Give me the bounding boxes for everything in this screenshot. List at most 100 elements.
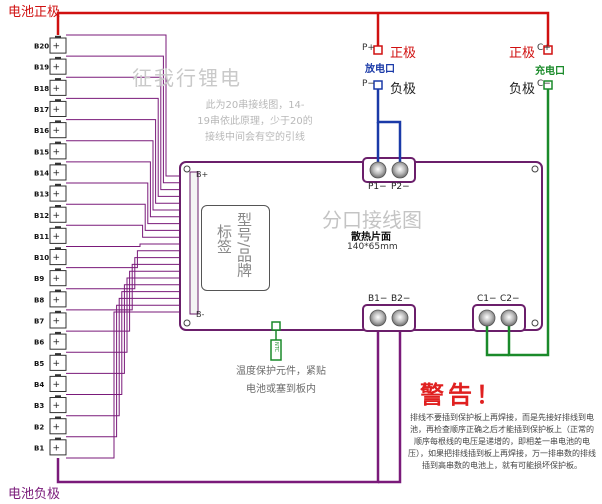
svg-text:+: + (53, 105, 61, 115)
svg-text:+: + (53, 380, 61, 390)
charge-negative-text: 负极 (509, 82, 536, 97)
heatsink-size: 140*65mm (347, 242, 398, 252)
sampling-wire (66, 224, 190, 238)
svg-text:+: + (53, 317, 61, 327)
svg-text:+: + (53, 232, 61, 242)
cell-label: B2 (34, 423, 44, 431)
battery-positive-label: 电池正极 (8, 5, 61, 20)
sampling-wire (66, 161, 190, 218)
terminal-p2: P2− (391, 182, 410, 192)
charge-port-title: 充电口 (535, 66, 565, 77)
sampling-wire (66, 270, 190, 332)
svg-text:+: + (53, 401, 61, 411)
terminal-screws (369, 161, 518, 327)
svg-text:+: + (53, 338, 61, 348)
battery-cell: + (49, 78, 67, 96)
cell-label: B8 (34, 296, 44, 304)
svg-text:+: + (53, 190, 61, 200)
terminal-b2: B2− (391, 294, 411, 304)
cell-label: B4 (34, 381, 44, 389)
heatsink-label: 散热片面 (351, 232, 391, 243)
cell-label: B12 (34, 212, 49, 220)
sampling-wire (66, 203, 190, 231)
balance-connector (189, 171, 199, 315)
sensor-note-line: 电池或塞到板内 (246, 384, 316, 395)
svg-text:+: + (53, 274, 61, 284)
model-brand-tag: 型号/品牌 标签 (201, 205, 270, 291)
svg-text:+: + (53, 84, 61, 94)
terminal-p1: P1− (368, 182, 387, 192)
sampling-wire (66, 291, 190, 395)
svg-text:+: + (53, 253, 61, 263)
battery-cell: + (49, 395, 67, 414)
battery-cell: + (49, 310, 67, 329)
cell-stack: +B20+B19+B18+B17+B16+B15+B14+B13+B12+B11… (34, 35, 67, 456)
battery-cell: + (49, 416, 67, 435)
c-minus-label: C− (537, 79, 551, 89)
battery-cell: + (49, 247, 67, 266)
cell-label: B19 (34, 64, 49, 72)
port-dots (373, 45, 553, 90)
b-minus-label: B- (196, 310, 205, 319)
p-plus-label: P+ (362, 43, 375, 53)
sampling-wire (66, 97, 190, 197)
note-line: 19串依此原理，少于20的 (197, 116, 313, 127)
cell-label: B17 (34, 106, 49, 114)
battery-cell: + (49, 141, 67, 160)
sampling-wire (66, 182, 190, 225)
terminal-b1: B1− (368, 294, 388, 304)
battery-cell: + (49, 205, 67, 223)
battery-cell: + (49, 35, 67, 54)
charge-negative-wire (485, 85, 550, 357)
svg-text:+: + (53, 63, 61, 73)
board-title: 分口接线图 (322, 208, 422, 232)
cell-label: B11 (34, 233, 49, 241)
note-line: 此为20串接线图，14- (205, 100, 305, 111)
battery-cell: + (49, 437, 67, 456)
battery-cell: + (49, 374, 67, 392)
battery-cell: + (49, 162, 67, 181)
sampling-wire (66, 34, 190, 177)
svg-text:+: + (53, 126, 61, 136)
cell-label: B10 (34, 254, 49, 262)
wiring-note: 此为20串接线图，14- 19串依此原理，少于20的 接线中间会有空的引线 (185, 98, 325, 146)
battery-cell: + (49, 120, 67, 139)
discharge-positive-text: 正极 (390, 46, 417, 61)
sampling-wire (66, 140, 190, 211)
sampling-wire (66, 311, 190, 459)
sampling-wire (66, 263, 190, 311)
p-minus-label: P− (362, 79, 375, 89)
mounting-holes (183, 165, 539, 327)
sensor-note: 温度保护元件，紧贴 电池或塞到板内 (226, 363, 336, 399)
watermark: 征我行锂电 (132, 66, 242, 90)
cell-label: B3 (34, 402, 44, 410)
tag-label: 标签 (215, 224, 233, 254)
sampling-wire (66, 304, 190, 438)
discharge-negative-text: 负极 (390, 82, 417, 97)
sampling-wire (66, 277, 190, 353)
cell-label: B18 (34, 85, 49, 93)
svg-text:+: + (53, 42, 61, 52)
cell-label: B7 (34, 318, 44, 326)
cell-label: B20 (34, 43, 49, 51)
cell-label: B5 (34, 360, 44, 368)
terminal-c2: C2− (500, 294, 520, 304)
battery-cell: + (49, 268, 67, 287)
cell-label: B6 (34, 339, 44, 347)
sampling-wires (66, 34, 190, 459)
cell-label: B1 (34, 444, 44, 452)
cell-label: B15 (34, 148, 49, 156)
svg-text:+: + (53, 147, 61, 157)
svg-text:+: + (53, 359, 61, 369)
battery-cell: + (49, 183, 67, 202)
ntc-label: NTC (273, 342, 279, 352)
battery-cell: + (49, 331, 67, 350)
svg-text:+: + (53, 443, 61, 453)
cell-label: B14 (34, 170, 49, 178)
ntc-sensor (270, 321, 282, 361)
discharge-port-title: 放电口 (365, 64, 395, 75)
terminal-c1: C1− (477, 294, 497, 304)
svg-text:+: + (53, 295, 61, 305)
charge-positive-text: 正极 (509, 46, 536, 61)
svg-text:+: + (53, 422, 61, 432)
